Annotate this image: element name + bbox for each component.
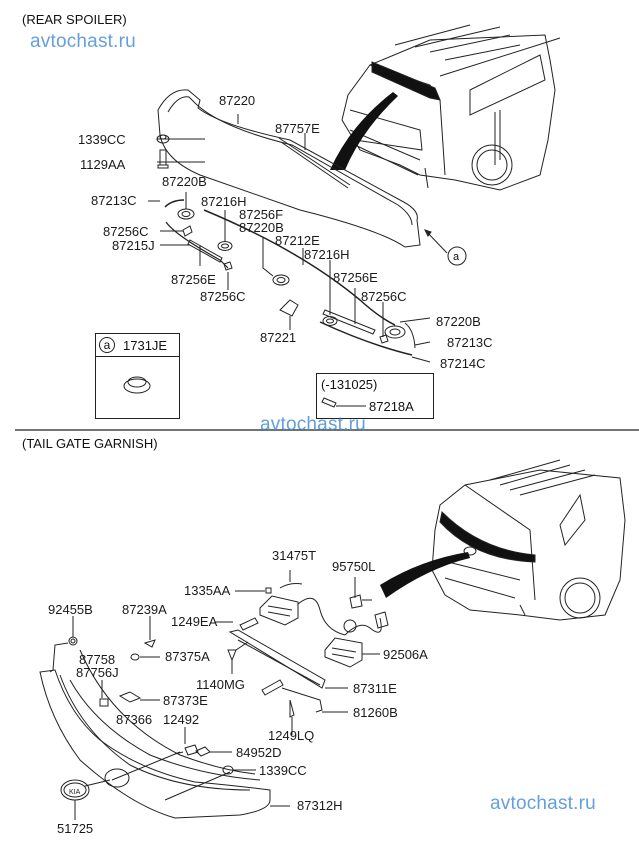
part-label-12492[interactable]: 12492 xyxy=(163,712,200,727)
part-label-31475T[interactable]: 31475T xyxy=(272,548,317,563)
part-label-87213C-left[interactable]: 87213C xyxy=(91,193,137,208)
part-label-87216H-right[interactable]: 87216H xyxy=(304,247,350,262)
part-label-87220[interactable]: 87220 xyxy=(219,93,256,108)
part-label-87215J[interactable]: 87215J xyxy=(112,238,155,253)
part-label-87256F[interactable]: 87256F xyxy=(239,207,284,222)
note-box-part: 87218A xyxy=(369,399,414,414)
part-label-1140MG[interactable]: 1140MG xyxy=(196,677,245,692)
part-label-87216H-left[interactable]: 87216H xyxy=(201,194,247,209)
bracket-87311E xyxy=(228,629,326,689)
part-label-87256E-right[interactable]: 87256E xyxy=(333,270,378,285)
watermark-bottom: avtochast.ru xyxy=(490,793,596,814)
part-label-87757E[interactable]: 87757E xyxy=(275,121,320,136)
handle-81260B xyxy=(261,679,323,713)
note-box-131025: (-131025) 87218A xyxy=(316,373,434,419)
detail-box-a: a 1731JE xyxy=(95,333,180,419)
part-label-81260B[interactable]: 81260B xyxy=(353,705,398,720)
part-label-87214C[interactable]: 87214C xyxy=(440,356,486,371)
vehicle-rear-view-top xyxy=(341,24,561,191)
watermark-middle: avtochast.ru xyxy=(260,414,366,435)
license-lamp-right xyxy=(324,637,363,668)
part-label-87375A[interactable]: 87375A xyxy=(165,649,210,664)
part-label-87756J[interactable]: 87756J xyxy=(76,665,119,680)
part-label-92506A[interactable]: 92506A xyxy=(383,647,428,662)
part-label-87312H[interactable]: 87312H xyxy=(297,798,343,813)
detail-box-part-number: 1731JE xyxy=(123,338,168,353)
part-label-87213C-right[interactable]: 87213C xyxy=(447,335,493,350)
spoiler-87220 xyxy=(157,89,421,248)
svg-text:a: a xyxy=(453,251,460,263)
part-label-87220B-right[interactable]: 87220B xyxy=(436,314,481,329)
part-label-87758[interactable]: 87758 xyxy=(79,652,116,667)
license-lamp-left xyxy=(259,595,299,626)
part-label-84952D[interactable]: 84952D xyxy=(236,745,282,760)
bolt-1129AA xyxy=(157,149,169,169)
vehicle-rear-view-bottom xyxy=(431,459,626,621)
pointer-arrow-spoiler xyxy=(330,92,398,170)
part-label-87221[interactable]: 87221 xyxy=(260,330,297,345)
garnish-on-car xyxy=(439,510,536,563)
detail-box-ref-circle: a xyxy=(99,337,115,353)
section-title-tail-gate-garnish: (TAIL GATE GARNISH) xyxy=(22,436,158,451)
watermark-top: avtochast.ru xyxy=(30,31,136,52)
note-box-condition: (-131025) xyxy=(321,377,378,392)
part-label-1129AA[interactable]: 1129AA xyxy=(80,157,126,172)
part-label-87239A[interactable]: 87239A xyxy=(122,602,167,617)
part-label-87256C-mid[interactable]: 87256C xyxy=(200,289,246,304)
part-label-1339CC-garnish[interactable]: 1339CC xyxy=(259,763,307,778)
part-label-87256C-right[interactable]: 87256C xyxy=(361,289,407,304)
part-label-1339CC[interactable]: 1339CC xyxy=(78,132,126,147)
part-label-92455B[interactable]: 92455B xyxy=(48,602,93,617)
pointer-arrow-garnish xyxy=(380,552,470,598)
part-label-87366[interactable]: 87366 xyxy=(116,712,153,727)
part-label-1335AA[interactable]: 1335AA xyxy=(184,583,231,598)
part-label-87220B-mid[interactable]: 87220B xyxy=(239,220,284,235)
part-label-1249LQ[interactable]: 1249LQ xyxy=(268,728,315,743)
part-label-87311E[interactable]: 87311E xyxy=(353,681,397,696)
part-label-51725[interactable]: 51725 xyxy=(57,821,94,836)
spoiler-on-car xyxy=(371,61,441,101)
part-label-87373E[interactable]: 87373E xyxy=(163,693,208,708)
part-label-87220B-top[interactable]: 87220B xyxy=(162,174,207,189)
part-label-87212E[interactable]: 87212E xyxy=(275,233,320,248)
section-title-rear-spoiler: (REAR SPOILER) xyxy=(22,12,127,27)
part-label-87256C-left[interactable]: 87256C xyxy=(103,224,149,239)
part-label-95750L[interactable]: 95750L xyxy=(332,559,376,574)
garnish-87312H xyxy=(39,649,271,819)
part-label-87256E-left[interactable]: 87256E xyxy=(171,272,216,287)
part-label-1249EA[interactable]: 1249EA xyxy=(171,614,218,629)
clip-87221 xyxy=(279,299,299,317)
kia-logo-text: KIA xyxy=(69,789,81,796)
